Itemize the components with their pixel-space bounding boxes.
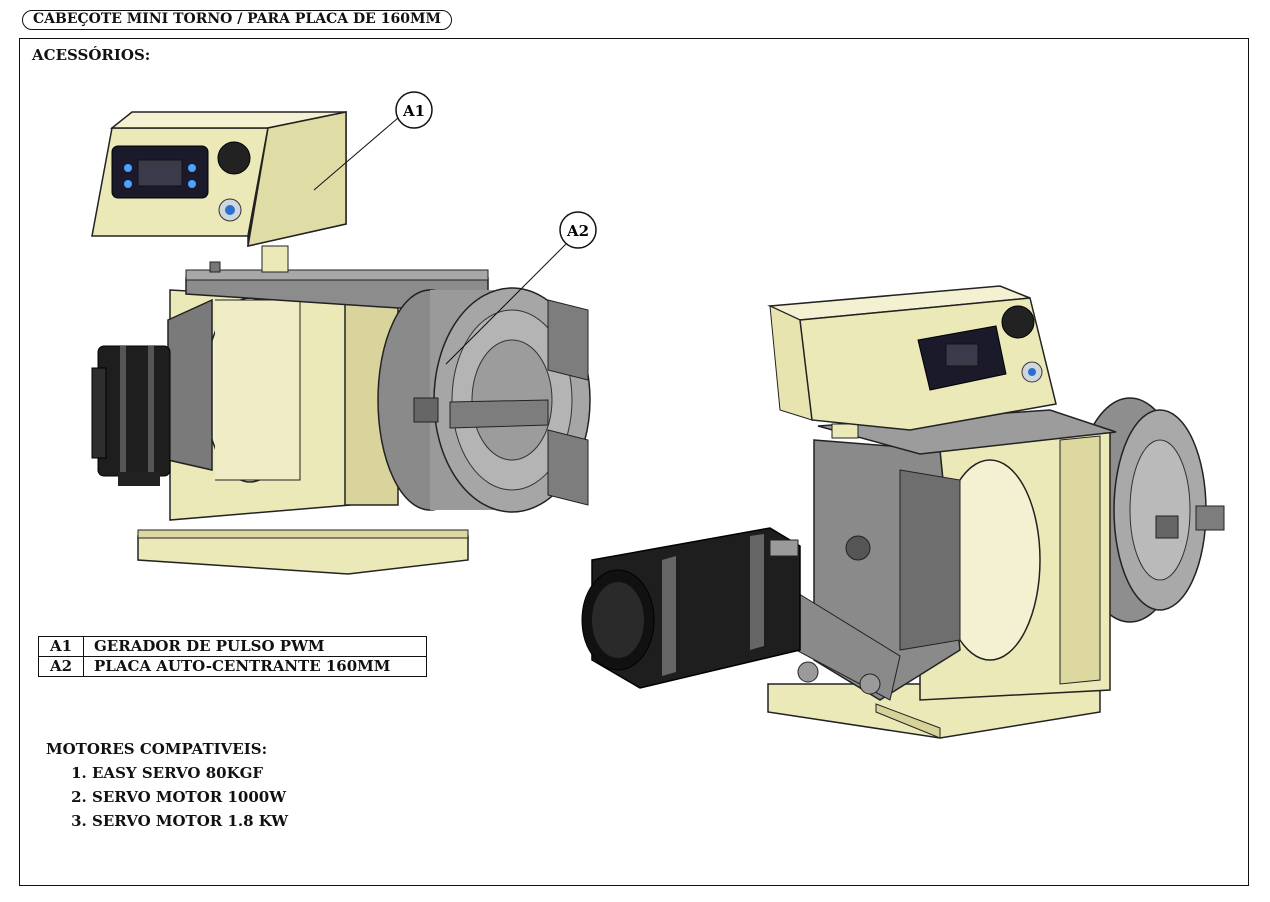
- legend-code: A1: [38, 636, 84, 657]
- motors-title: MOTORES COMPATIVEIS:: [46, 740, 268, 758]
- compatible-motors: MOTORES COMPATIVEIS: EASY SERVO 80KGF SE…: [46, 740, 288, 835]
- motor-item: SERVO MOTOR 1000W: [92, 787, 288, 807]
- right-assembly: [581, 285, 1225, 739]
- accessories-legend-table: A1 GERADOR DE PULSO PWM A2 PLACA AUTO-CE…: [38, 636, 427, 677]
- drawing-frame: [19, 38, 1249, 886]
- pwm-generator-box: [91, 111, 347, 247]
- motor-item: EASY SERVO 80KGF: [92, 763, 288, 783]
- motor-item: SERVO MOTOR 1.8 KW: [92, 811, 288, 831]
- legend-description: PLACA AUTO-CENTRANTE 160MM: [83, 656, 427, 677]
- callout-a2: A2: [566, 222, 589, 240]
- callout-a1: A1: [402, 102, 425, 120]
- left-chuck: [377, 287, 591, 513]
- legend-row: A1 GERADOR DE PULSO PWM: [38, 636, 427, 657]
- left-assembly: A1 A2: [91, 91, 597, 575]
- motors-list: EASY SERVO 80KGF SERVO MOTOR 1000W SERVO…: [46, 763, 288, 831]
- legend-code: A2: [38, 656, 84, 677]
- left-motor: [91, 345, 171, 486]
- legend-description: GERADOR DE PULSO PWM: [83, 636, 427, 657]
- right-pwm-box: [767, 285, 1057, 431]
- accessories-label: ACESSÓRIOS:: [32, 46, 151, 64]
- right-motor: [581, 527, 801, 689]
- legend-row: A2 PLACA AUTO-CENTRANTE 160MM: [38, 656, 427, 677]
- drawing-title: CABEÇOTE MINI TORNO / PARA PLACA DE 160M…: [22, 10, 452, 30]
